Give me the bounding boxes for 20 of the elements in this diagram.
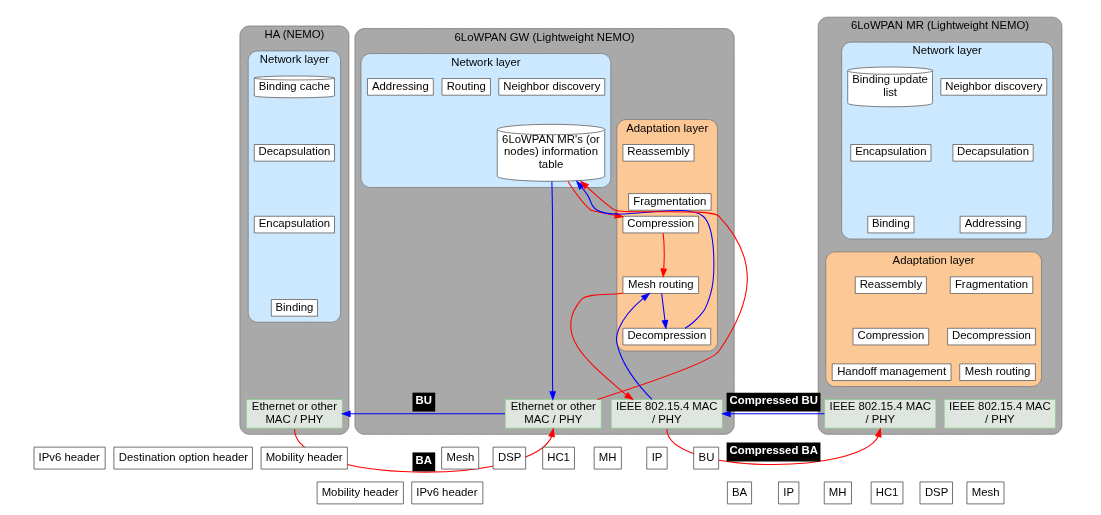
edge-label: BU [415, 394, 432, 407]
edge-label: Compressed BA [729, 444, 818, 457]
label: IP [782, 485, 794, 498]
label: Mobility header [321, 485, 399, 498]
label: DSP [497, 451, 521, 464]
label: MH [598, 451, 616, 464]
label: IPv6 header [415, 485, 477, 498]
label: Mesh [971, 485, 1000, 498]
label: Mobility header [265, 451, 343, 464]
label: DSP [924, 485, 948, 498]
edge-label: BA [415, 454, 432, 467]
label: BU [698, 451, 714, 464]
label: HC1 [546, 451, 570, 464]
label: Mesh [446, 451, 474, 464]
label: IPv6 header [38, 451, 100, 464]
label: Destination option header [118, 451, 248, 464]
label: BA [731, 485, 747, 498]
label: MH [828, 485, 846, 498]
label: IP [651, 451, 662, 464]
label: HC1 [875, 485, 898, 498]
